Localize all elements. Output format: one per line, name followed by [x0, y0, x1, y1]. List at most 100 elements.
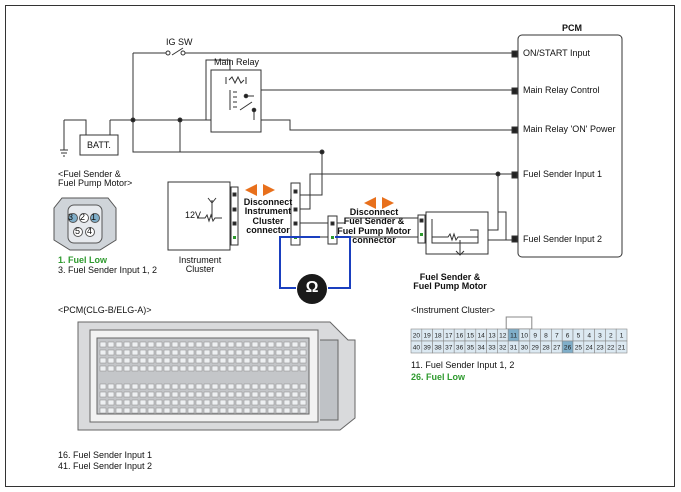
- pcm-connector-pin: [219, 349, 227, 356]
- pcm-connector-pin: [123, 391, 131, 398]
- pcm-connector-pin: [179, 341, 187, 348]
- pcm-connector-pin: [219, 357, 227, 364]
- pcm-connector-pin: [275, 407, 283, 414]
- cluster-pin-number: 11: [510, 333, 517, 340]
- pcm-connector-pin: [163, 357, 171, 364]
- pcm-connector-pin: [139, 365, 147, 372]
- pcm-connector-pin: [99, 341, 107, 348]
- pcm-connector-pin: [259, 407, 267, 414]
- pcm-connector-pin: [291, 383, 299, 390]
- cluster-pin-number: 36: [456, 345, 464, 352]
- pcm-connector-pin: [235, 341, 243, 348]
- cluster-pin-number: 21: [618, 345, 626, 352]
- pcm-connector-pin: [291, 391, 299, 398]
- pcm-connector-pin: [179, 391, 187, 398]
- pcm-connector-pin: [179, 399, 187, 406]
- pcm-connector-pin: [131, 349, 139, 356]
- pcm-connector-pin: [187, 365, 195, 372]
- pcm-connector-pin: [131, 391, 139, 398]
- pcm-connector-pin: [131, 341, 139, 348]
- fuel-connector-title: <Fuel Sender &Fuel Pump Motor>: [58, 169, 133, 189]
- pcm-connector-pin: [195, 357, 203, 364]
- cluster-pin-number: 32: [499, 345, 507, 352]
- cluster-pin-cell: [615, 340, 628, 354]
- pcm-connector-pin: [115, 407, 123, 414]
- pcm-connector-pin: [259, 399, 267, 406]
- pcm-connector-pin: [99, 399, 107, 406]
- pcm-connector-pin: [163, 349, 171, 356]
- pcm-connector-pin: [291, 341, 299, 348]
- pcm-connector-pin: [235, 349, 243, 356]
- pcm-connector-pin: [275, 341, 283, 348]
- pcm-connector-title: <PCM(CLG-B/ELG-A)>: [58, 305, 152, 315]
- pcm-connector-pins: [99, 341, 307, 414]
- battery-label: BATT.: [87, 140, 111, 150]
- cluster-pin-number: 27: [553, 345, 561, 352]
- ohm-symbol: Ω: [305, 279, 319, 296]
- pcm-connector-pin: [243, 341, 251, 348]
- fuel-pin-3: 3: [68, 212, 74, 222]
- pcm-connector-pin: [131, 407, 139, 414]
- pcm-connector-pin: [115, 383, 123, 390]
- pcm-connector-pin: [147, 391, 155, 398]
- pcm-connector-pin: [187, 407, 195, 414]
- cluster-connector: [290, 182, 301, 246]
- fuel-note-2: 3. Fuel Sender Input 1, 2: [58, 265, 158, 275]
- pcm-input-main-relay-on-power: Main Relay 'ON' Power: [523, 124, 616, 134]
- cluster-pin-number: 22: [607, 345, 615, 352]
- pcm-connector-pin: [203, 349, 211, 356]
- pcm-connector-pin: [99, 391, 107, 398]
- pcm-connector-pin: [227, 349, 235, 356]
- cluster-pin-number: 8: [544, 333, 548, 340]
- pcm-connector-pin: [155, 391, 163, 398]
- pcm-connector-pin: [187, 399, 195, 406]
- main-relay-box: [210, 69, 262, 133]
- pcm-connector-pin: [155, 407, 163, 414]
- fuel-connector-illustration: [53, 197, 117, 251]
- cluster-note-1: 11. Fuel Sender Input 1, 2: [411, 360, 515, 370]
- pcm-connector-pin: [195, 399, 203, 406]
- pcm-connector-pin: [139, 357, 147, 364]
- cluster-pin-number: 24: [586, 345, 594, 352]
- pcm-connector-pin: [283, 407, 291, 414]
- pcm-connector-pin: [267, 399, 275, 406]
- pcm-connector-pin: [195, 365, 203, 372]
- pcm-connector-pin: [195, 407, 203, 414]
- pcm-connector-pin: [267, 365, 275, 372]
- pcm-connector-pin: [275, 365, 283, 372]
- cluster-pin-number: 20: [413, 333, 421, 340]
- pcm-connector-pin: [227, 357, 235, 364]
- pcm-connector-pin: [155, 399, 163, 406]
- pcm-connector-pin: [235, 365, 243, 372]
- fuel-pin-4: 4: [87, 226, 93, 236]
- pcm-pin-1: [511, 50, 518, 58]
- cluster-pin-number: 16: [456, 333, 464, 340]
- pcm-connector-pin: [139, 349, 147, 356]
- cluster-pin-number: 29: [532, 345, 540, 352]
- pcm-connector-pin: [227, 399, 235, 406]
- pcm-connector-pin: [291, 349, 299, 356]
- ig-switch-label: IG SW: [166, 37, 193, 47]
- cluster-connector-latch: [505, 316, 533, 330]
- pcm-input-on-start: ON/START Input: [523, 48, 591, 58]
- cluster-pin-number: 14: [478, 333, 486, 340]
- pcm-connector-pin: [211, 365, 219, 372]
- pcm-connector-pin: [195, 349, 203, 356]
- pcm-connector-pin: [219, 365, 227, 372]
- cluster-note-2: 26. Fuel Low: [411, 372, 466, 382]
- pcm-connector-pin: [123, 357, 131, 364]
- pcm-connector-pin: [243, 383, 251, 390]
- pcm-connector-pin: [123, 341, 131, 348]
- pcm-connector-pin: [259, 383, 267, 390]
- pcm-connector-pin: [275, 399, 283, 406]
- pcm-connector-pin: [195, 341, 203, 348]
- pcm-connector-pin: [283, 383, 291, 390]
- pcm-connector-pin: [115, 365, 123, 372]
- pcm-note-1: 16. Fuel Sender Input 1: [58, 450, 153, 460]
- fuel-pin-2: 2: [80, 212, 86, 222]
- cluster-pin-number: 39: [424, 345, 432, 352]
- pcm-connector-pin: [291, 365, 299, 372]
